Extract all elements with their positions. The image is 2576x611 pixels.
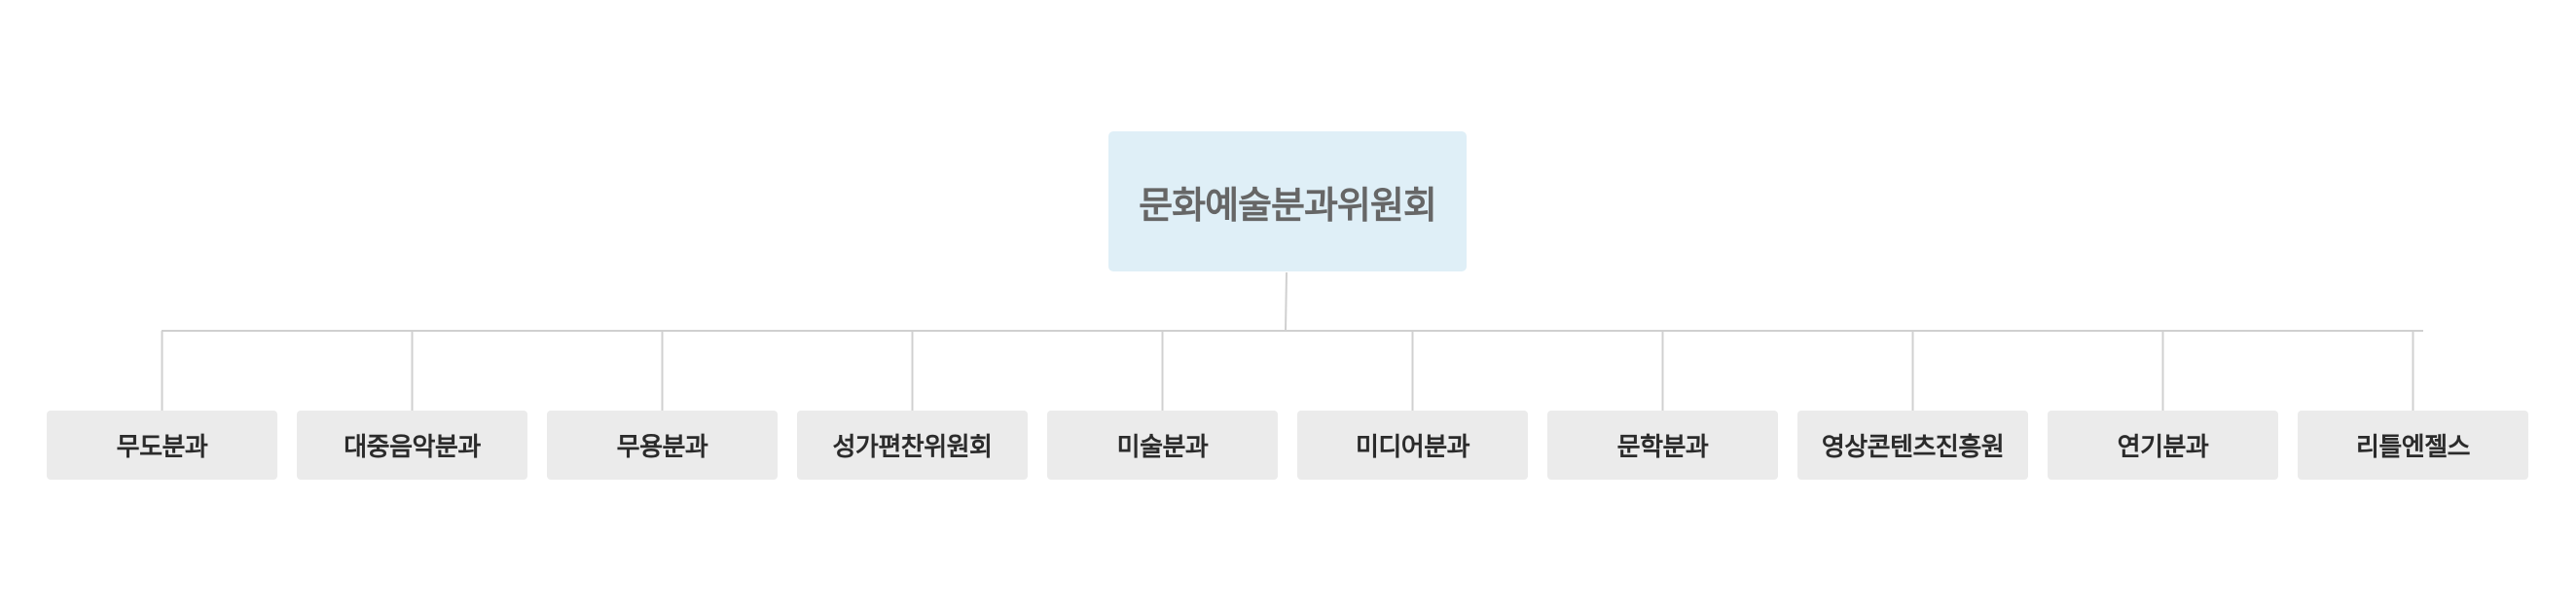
child-node[interactable]: 대중음악분과 bbox=[297, 411, 527, 480]
root-node[interactable]: 문화예술분과위원회 bbox=[1108, 131, 1467, 271]
child-node-label: 미술분과 bbox=[1116, 433, 1209, 462]
root-node-label: 문화예술분과위원회 bbox=[1139, 183, 1437, 227]
child-node-label: 리틀엔젤스 bbox=[2355, 433, 2471, 462]
child-node[interactable]: 연기분과 bbox=[2048, 411, 2278, 480]
child-node-label: 미디어분과 bbox=[1355, 433, 1470, 462]
child-node[interactable]: 미술분과 bbox=[1047, 411, 1278, 480]
child-stems bbox=[161, 331, 2414, 411]
child-node[interactable]: 문학분과 bbox=[1547, 411, 1778, 480]
child-node-label: 영상콘텐츠진흥원 bbox=[1821, 433, 2005, 462]
child-node-label: 무도분과 bbox=[116, 433, 208, 462]
child-node[interactable]: 리틀엔젤스 bbox=[2298, 411, 2528, 480]
child-node[interactable]: 성가편찬위원회 bbox=[797, 411, 1028, 480]
root-stem bbox=[1285, 271, 1288, 332]
child-node[interactable]: 영상콘텐츠진흥원 bbox=[1797, 411, 2028, 480]
child-node-label: 문학분과 bbox=[1616, 433, 1709, 462]
child-node-label: 성가편찬위원회 bbox=[832, 433, 993, 462]
child-node[interactable]: 무도분과 bbox=[47, 411, 277, 480]
child-node[interactable]: 미디어분과 bbox=[1297, 411, 1528, 480]
child-node-label: 무용분과 bbox=[616, 433, 708, 462]
child-row: 무도분과 대중음악분과 무용분과 성가편찬위원회 미술분과 미디어분과 문학분과… bbox=[0, 411, 2576, 480]
child-node-label: 연기분과 bbox=[2117, 433, 2209, 462]
child-node[interactable]: 무용분과 bbox=[547, 411, 778, 480]
child-node-label: 대중음악분과 bbox=[344, 433, 481, 462]
